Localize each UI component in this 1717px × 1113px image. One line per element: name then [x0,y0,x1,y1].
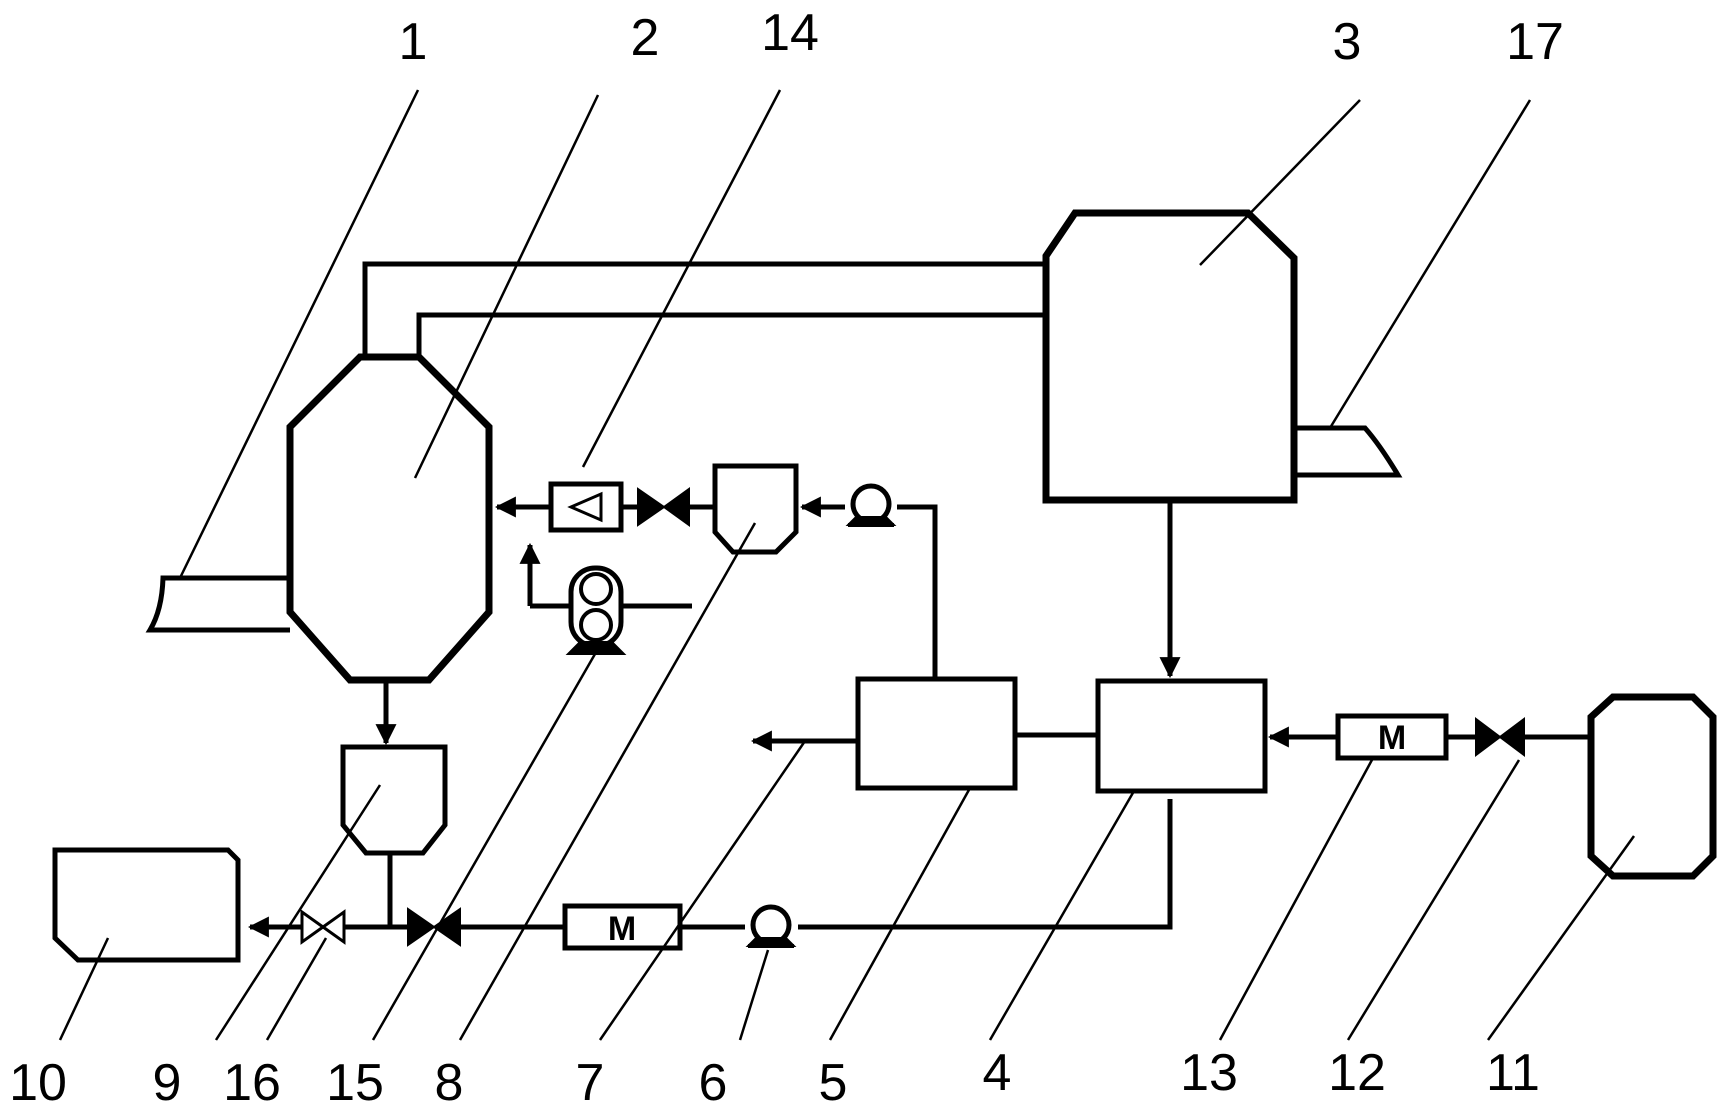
outlet-pipe-17 [1294,425,1403,478]
label-9: 9 [153,1054,182,1112]
bottom-return-pipe [798,799,1173,930]
label-4: 4 [983,1044,1012,1102]
label-7: 7 [576,1054,605,1112]
double-pump-15 [565,565,627,655]
label-11: 11 [1486,1044,1540,1102]
manual-valve-16 [300,909,346,945]
meter-right-label: M [1378,719,1406,757]
hopper9-outlet-pipe [387,853,408,930]
top-inner-pipe [416,312,1046,357]
right-storage [1587,693,1717,880]
control-valve-upper [637,487,690,527]
unit-4-box [1095,678,1268,794]
unit5-riser-pipe [897,504,938,679]
left-storage [52,847,241,963]
label-17: 17 [1506,13,1564,71]
label-10: 10 [9,1054,67,1112]
lower-hopper [340,744,448,856]
unit-5-box [855,676,1018,791]
label-15: 15 [326,1054,384,1112]
inlet-pipe-1 [145,575,290,633]
label-8: 8 [435,1054,464,1112]
meter-bottom-label: M [608,910,636,948]
triangle-icon [567,491,603,523]
control-valve-bottom [407,907,461,947]
label-12: 12 [1328,1044,1386,1102]
instrument-14 [548,481,624,533]
label-5: 5 [819,1054,848,1112]
pump-top [845,483,897,527]
label-13: 13 [1180,1044,1238,1102]
leader-lines [58,89,1636,1041]
top-outer-pipe [362,261,1046,357]
control-valve-12 [1475,717,1525,757]
label-1: 1 [399,13,428,71]
small-hopper [712,463,799,555]
label-16: 16 [223,1054,281,1112]
upper-right-tank [1042,209,1298,504]
flow-meter-right [1335,713,1449,761]
label-14: 14 [761,4,819,62]
flow-meter-bottom [562,903,683,951]
label-3: 3 [1333,13,1362,71]
label-2: 2 [631,9,660,67]
reactor-vessel [286,353,493,684]
label-6: 6 [699,1054,728,1112]
pump-6 [745,904,797,948]
